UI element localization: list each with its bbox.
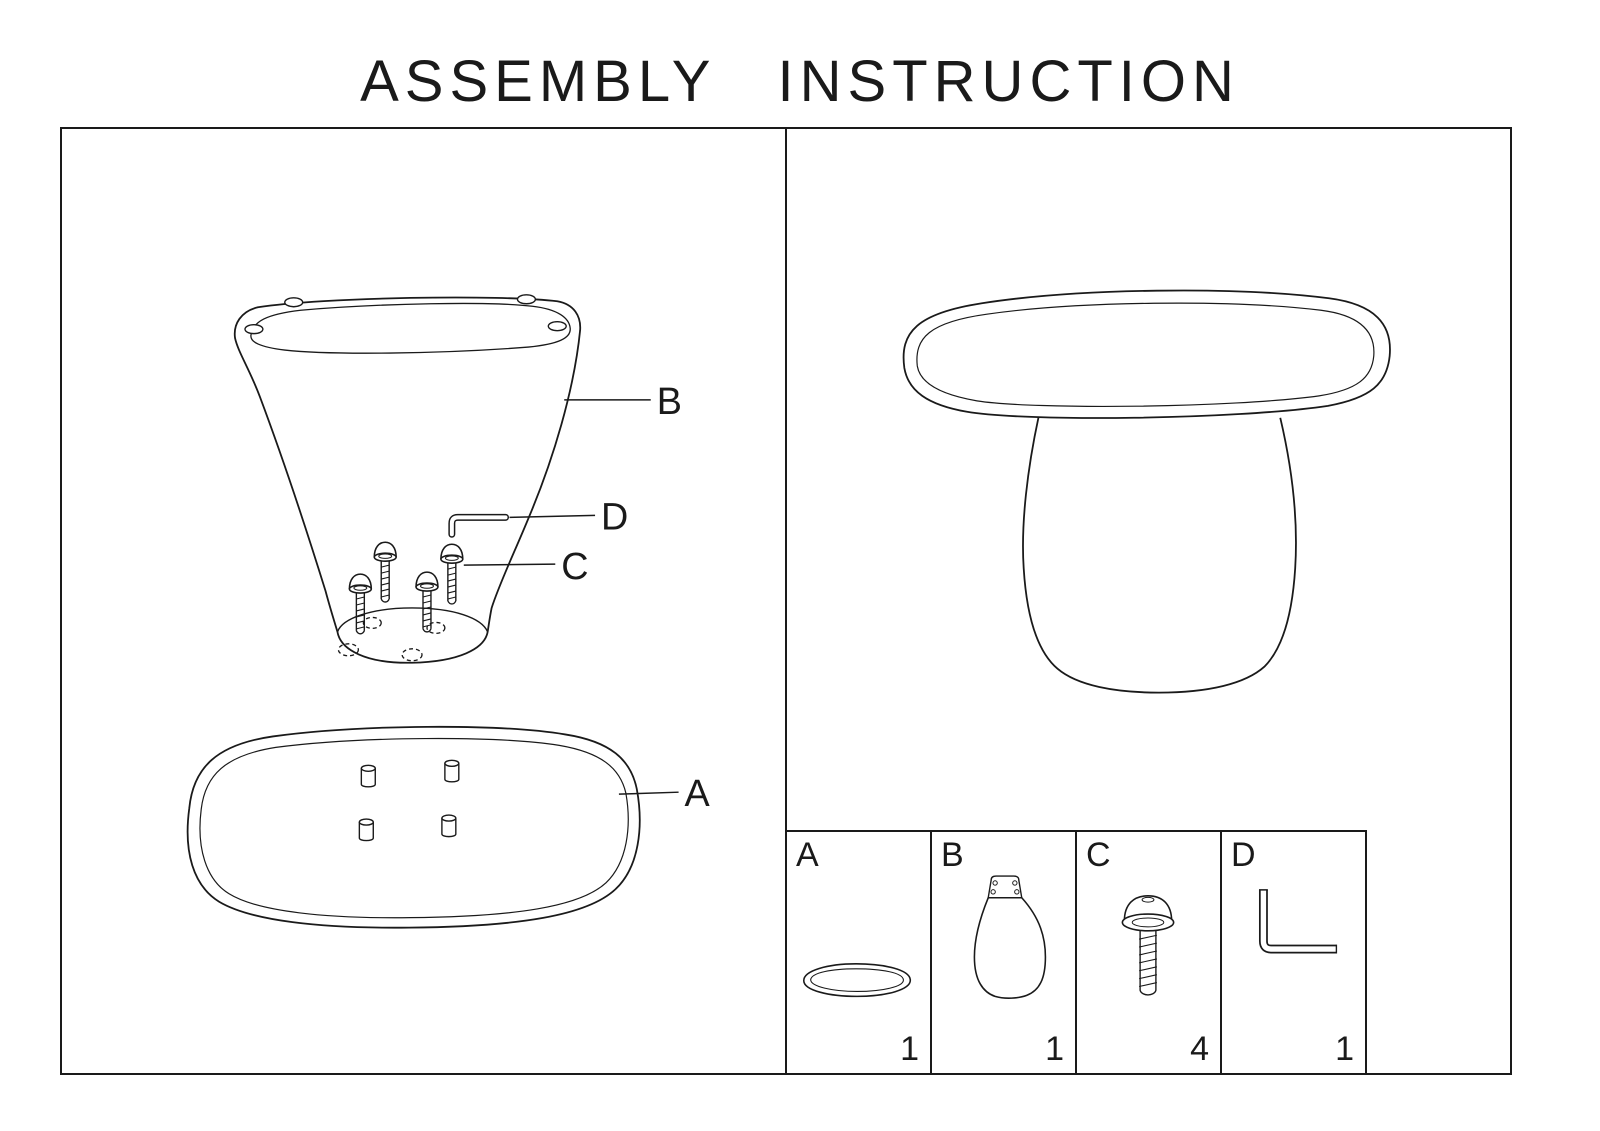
assembled-view-drawing <box>902 289 1391 694</box>
assembled-view-panel: A 1 B 1 <box>785 127 1512 1075</box>
exploded-view-panel: B D C A <box>60 127 787 1075</box>
part-qty: 1 <box>1045 1030 1064 1068</box>
part-label-d: D <box>601 496 628 538</box>
allen-key-part-icon <box>1258 889 1338 954</box>
table-top-part-drawing <box>802 963 912 998</box>
screw-part-icon <box>1121 895 1175 996</box>
allen-key-drawing <box>448 513 510 538</box>
part-label-b: B <box>657 381 682 423</box>
allen-key-part-drawing <box>1258 889 1338 954</box>
part-qty: 1 <box>900 1030 919 1068</box>
pedestal-part-drawing <box>973 875 1047 999</box>
exploded-view-drawing: B D C A <box>186 294 711 929</box>
parts-table: A 1 B 1 <box>787 830 1367 1073</box>
screw-holes <box>337 616 446 662</box>
parts-cell-c: C 4 <box>1077 830 1222 1073</box>
part-label-c: C <box>561 546 588 588</box>
screw-part-drawing <box>1121 895 1175 996</box>
part-qty: 1 <box>1335 1030 1354 1068</box>
parts-cell-d: D 1 <box>1222 830 1367 1073</box>
parts-cell-a: A 1 <box>787 830 932 1073</box>
assembled-table-drawing <box>902 289 1391 694</box>
parts-cell-b: B 1 <box>932 830 1077 1073</box>
pedestal-exploded-drawing <box>233 294 582 664</box>
leader-lines <box>463 399 679 795</box>
part-qty: 4 <box>1190 1030 1209 1068</box>
table-top-exploded-drawing <box>186 725 641 929</box>
base-feet <box>244 294 567 335</box>
part-letter: D <box>1231 836 1256 874</box>
leader-line-d <box>509 514 596 519</box>
page-title: ASSEMBLY INSTRUCTION <box>360 49 1240 114</box>
pedestal-part-icon <box>973 875 1047 999</box>
part-letter: B <box>941 836 964 874</box>
part-label-a: A <box>685 773 711 815</box>
part-letter: A <box>796 836 819 874</box>
leader-line-a <box>618 791 679 795</box>
part-letter: C <box>1086 836 1111 874</box>
leader-line-c <box>463 563 556 566</box>
table-top-part-icon <box>802 963 912 998</box>
